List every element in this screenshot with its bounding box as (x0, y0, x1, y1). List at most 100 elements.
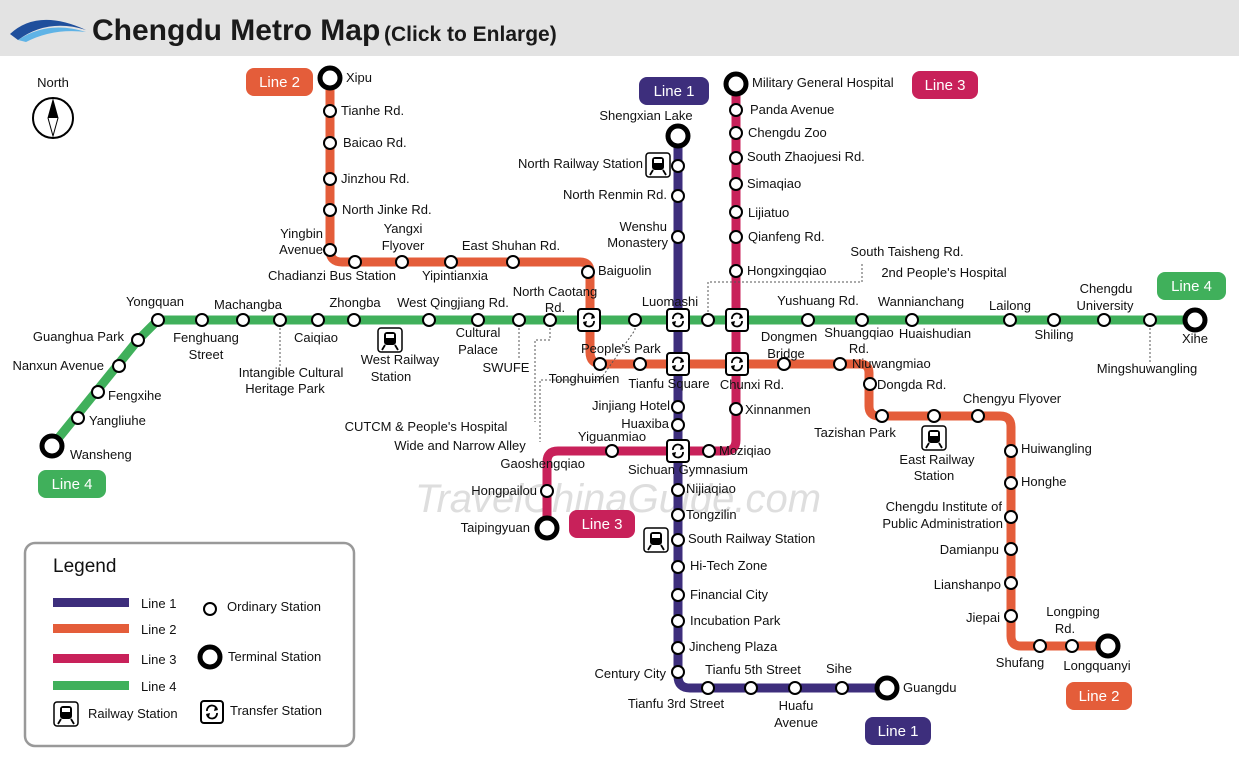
station-dot[interactable] (927, 409, 941, 423)
transfer-station[interactable] (666, 439, 690, 463)
terminal-station[interactable] (534, 515, 560, 541)
station-label: Tianfu 5th Street (705, 662, 801, 677)
station-dot[interactable] (701, 681, 715, 695)
station-dot[interactable] (1065, 639, 1079, 653)
station-dot[interactable] (729, 230, 743, 244)
station-dot[interactable] (671, 641, 685, 655)
terminal-station[interactable] (1095, 633, 1121, 659)
terminal-station[interactable] (874, 675, 900, 701)
station-dot[interactable] (671, 508, 685, 522)
station-dot[interactable] (905, 313, 919, 327)
station-label: Honghe (1021, 474, 1067, 489)
station-dot[interactable] (593, 357, 607, 371)
station-dot[interactable] (543, 313, 557, 327)
terminal-station[interactable] (723, 71, 749, 97)
station-dot[interactable] (633, 357, 647, 371)
station-dot[interactable] (1004, 510, 1018, 524)
station-dot[interactable] (729, 177, 743, 191)
enlarge-link[interactable]: (Click to Enlarge) (384, 23, 557, 46)
station-dot[interactable] (702, 444, 716, 458)
terminal-station[interactable] (1182, 307, 1208, 333)
station-dot[interactable] (273, 313, 287, 327)
station-dot[interactable] (729, 126, 743, 140)
station-dot[interactable] (422, 313, 436, 327)
station-dot[interactable] (729, 264, 743, 278)
transfer-station[interactable] (666, 308, 690, 332)
station-dot[interactable] (1004, 476, 1018, 490)
station-dot[interactable] (671, 418, 685, 432)
station-dot[interactable] (671, 230, 685, 244)
station-dot[interactable] (671, 159, 685, 173)
station-dot[interactable] (701, 313, 715, 327)
terminal-station[interactable] (317, 65, 343, 91)
station-dot[interactable] (1003, 313, 1017, 327)
station-dot[interactable] (855, 313, 869, 327)
station-dot[interactable] (444, 255, 458, 269)
station-dot[interactable] (729, 205, 743, 219)
station-dot[interactable] (628, 313, 642, 327)
station-dot[interactable] (311, 313, 325, 327)
transfer-station[interactable] (577, 308, 601, 332)
station-dot[interactable] (1004, 444, 1018, 458)
station-dot[interactable] (91, 385, 105, 399)
station-dot[interactable] (581, 265, 595, 279)
station-dot[interactable] (131, 333, 145, 347)
station-dot[interactable] (1004, 609, 1018, 623)
station-dot[interactable] (195, 313, 209, 327)
station-dot[interactable] (506, 255, 520, 269)
station-dot[interactable] (1143, 313, 1157, 327)
station-dot[interactable] (671, 560, 685, 574)
station-label: Century City (594, 666, 666, 681)
station-dot[interactable] (471, 313, 485, 327)
station-dot[interactable] (971, 409, 985, 423)
station-dot[interactable] (729, 402, 743, 416)
station-dot[interactable] (323, 243, 337, 257)
station-dot[interactable] (323, 203, 337, 217)
station-dot[interactable] (671, 614, 685, 628)
station-dot[interactable] (605, 444, 619, 458)
station-dot[interactable] (671, 588, 685, 602)
station-dot[interactable] (348, 255, 362, 269)
station-dot[interactable] (863, 377, 877, 391)
station-dot[interactable] (835, 681, 849, 695)
transfer-station[interactable] (725, 308, 749, 332)
station-dot[interactable] (71, 411, 85, 425)
transfer-station[interactable] (666, 352, 690, 376)
station-dot[interactable] (833, 357, 847, 371)
station-dot[interactable] (671, 189, 685, 203)
station-dot[interactable] (1004, 542, 1018, 556)
station-dot[interactable] (744, 681, 758, 695)
station-dot[interactable] (323, 172, 337, 186)
station-dot[interactable] (512, 313, 526, 327)
station-dot[interactable] (671, 483, 685, 497)
station-dot[interactable] (671, 533, 685, 547)
station-dot[interactable] (1033, 639, 1047, 653)
station-dot[interactable] (1047, 313, 1061, 327)
terminal-station[interactable] (39, 433, 65, 459)
station-dot[interactable] (112, 359, 126, 373)
station-dot[interactable] (875, 409, 889, 423)
station-dot[interactable] (347, 313, 361, 327)
station-dot[interactable] (788, 681, 802, 695)
station-dot[interactable] (395, 255, 409, 269)
station-dot[interactable] (801, 313, 815, 327)
station-dot[interactable] (323, 136, 337, 150)
station-dot[interactable] (540, 484, 554, 498)
station-dot[interactable] (236, 313, 250, 327)
station-label: Shufang (996, 655, 1044, 670)
station-dot[interactable] (1004, 576, 1018, 590)
station-label: Military General Hospital (752, 75, 894, 90)
station-dot[interactable] (151, 313, 165, 327)
station-dot[interactable] (729, 103, 743, 117)
station-label: Hi-Tech Zone (690, 558, 767, 573)
station-dot[interactable] (729, 151, 743, 165)
transfer-station[interactable] (725, 352, 749, 376)
transfer-station-icon[interactable] (200, 700, 224, 724)
railway-station-icon (53, 701, 79, 727)
station-dot[interactable] (323, 104, 337, 118)
station-dot[interactable] (671, 400, 685, 414)
station-dot[interactable] (1097, 313, 1111, 327)
station-dot[interactable] (777, 357, 791, 371)
terminal-station[interactable] (665, 123, 691, 149)
station-dot[interactable] (671, 665, 685, 679)
